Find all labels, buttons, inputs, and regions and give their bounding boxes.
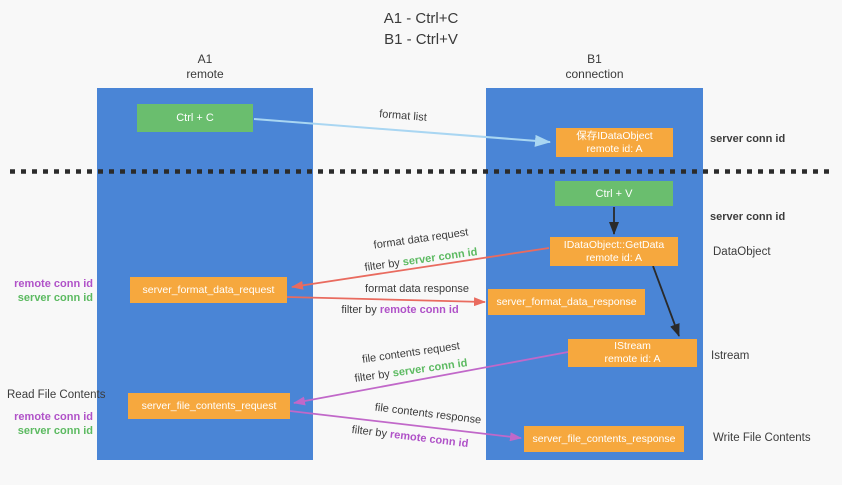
title-line-2: B1 - Ctrl+V	[384, 31, 458, 48]
dataobject-note: DataObject	[713, 246, 771, 258]
title-line-1: A1 - Ctrl+C	[383, 10, 459, 27]
save-idataobject-line1: 保存IDataObject	[576, 129, 653, 142]
remote-conn-id-note-1: remote conn id	[14, 278, 93, 290]
server-conn-id-note-mid: server conn id	[710, 211, 786, 223]
lane-header-b1: B1 connection	[486, 52, 703, 82]
getdata-line1: IDataObject::GetData	[563, 238, 665, 251]
read-file-contents-note: Read File Contents	[7, 389, 106, 401]
server-conn-id-note-2: server conn id	[17, 425, 93, 437]
istream-note: Istream	[711, 350, 750, 362]
filter-by-remote-conn-id-label-1: filter by remote conn id	[341, 304, 459, 316]
file-contents-request-arrow	[293, 351, 569, 406]
conn-id-note-pair-1: remote conn id server conn id	[0, 277, 93, 305]
istream-line2: remote id: A	[604, 353, 661, 365]
file-contents-response-arrow	[289, 410, 522, 442]
getdata-to-istream-arrow	[652, 265, 680, 337]
server-conn-id-note-1: server conn id	[17, 292, 93, 304]
lane-a1-subtitle: remote	[186, 67, 224, 81]
conn-id-note-pair-2: remote conn id server conn id	[0, 410, 93, 438]
server-format-data-request-label: server_format_data_request	[142, 283, 275, 296]
server-file-contents-response-label: server_file_contents_response	[532, 432, 676, 445]
diagram-title: A1 - Ctrl+C B1 - Ctrl+V	[0, 8, 842, 50]
getdata-line2: remote id: A	[585, 251, 643, 264]
server-file-contents-response-box: server_file_contents_response	[524, 426, 684, 452]
server-format-data-response-label: server_format_data_response	[496, 295, 637, 308]
istream-box: IStream remote id: A	[568, 339, 697, 367]
server-format-data-request-box: server_format_data_request	[130, 277, 287, 303]
format-data-request-arrow	[291, 247, 550, 290]
lane-a1-title: A1	[197, 52, 213, 66]
ctrl-v-label: Ctrl + V	[595, 187, 633, 200]
format-data-response-arrow	[286, 296, 486, 307]
save-idataobject-line2: remote id: A	[586, 142, 643, 155]
lane-header-a1: A1 remote	[97, 52, 313, 82]
ctrl-c-label: Ctrl + C	[176, 112, 214, 124]
server-format-data-response-box: server_format_data_response	[488, 289, 645, 315]
lane-b1-subtitle: connection	[565, 67, 624, 81]
idataobject-getdata-box: IDataObject::GetData remote id: A	[550, 237, 678, 266]
remote-conn-id-note-2: remote conn id	[14, 411, 93, 423]
ctrl-c-box: Ctrl + C	[137, 104, 253, 132]
format-list-arrow	[253, 118, 551, 147]
istream-line1: IStream	[614, 340, 651, 352]
server-conn-id-note-top: server conn id	[710, 133, 786, 145]
server-file-contents-request-box: server_file_contents_request	[128, 393, 290, 419]
write-file-contents-note: Write File Contents	[713, 432, 811, 444]
lane-b1-title: B1	[587, 52, 602, 66]
ctrl-v-box: Ctrl + V	[555, 181, 673, 206]
server-file-contents-request-label: server_file_contents_request	[141, 399, 277, 412]
save-idataobject-box: 保存IDataObject remote id: A	[556, 128, 673, 157]
format-data-response-label: format data response	[365, 283, 469, 295]
